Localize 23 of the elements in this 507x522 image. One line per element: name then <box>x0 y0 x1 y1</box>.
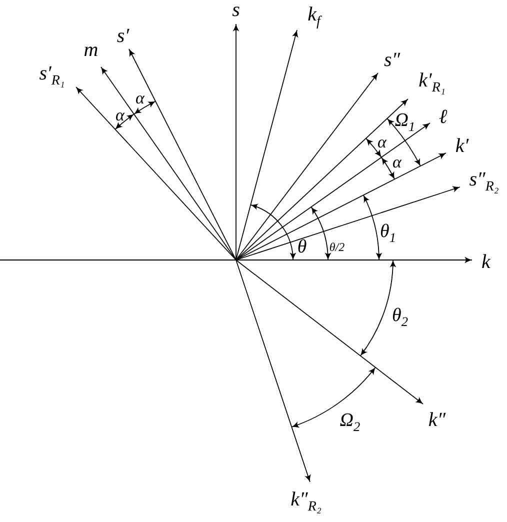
vector-label: s <box>232 0 240 20</box>
angle-label: θ$_{2}$ <box>392 306 408 328</box>
vector-label: s″ <box>384 50 400 70</box>
angle-label: θ/2 <box>329 241 345 253</box>
angle-label: α <box>136 90 144 106</box>
angle-label: α <box>378 134 386 150</box>
angle-label: Ω$_{2}$ <box>340 410 360 434</box>
vector-label: k <box>482 252 490 272</box>
vector-label: s′$_{R₁}$ <box>39 64 65 88</box>
vector-label: k″ <box>428 410 446 430</box>
vector-label: k′ <box>455 136 469 156</box>
vector-label: k$_{f}$ <box>308 4 320 30</box>
vector-label: s″$_{R₂}$ <box>469 170 499 194</box>
vector-label: k′$_{R₁}$ <box>418 70 446 96</box>
vector-label: ℓ <box>438 107 448 127</box>
vector-label: m <box>84 40 98 60</box>
vector-label: k″$_{R₂}$ <box>290 490 322 514</box>
angle-label: α <box>392 154 402 170</box>
angle-label: θ$_{1}$ <box>380 222 396 244</box>
angle-label: α <box>116 106 124 124</box>
angle-label: Ω$_{1}$ <box>394 110 416 134</box>
angle-label: θ <box>297 238 307 256</box>
vector-label: s′ <box>116 26 130 46</box>
